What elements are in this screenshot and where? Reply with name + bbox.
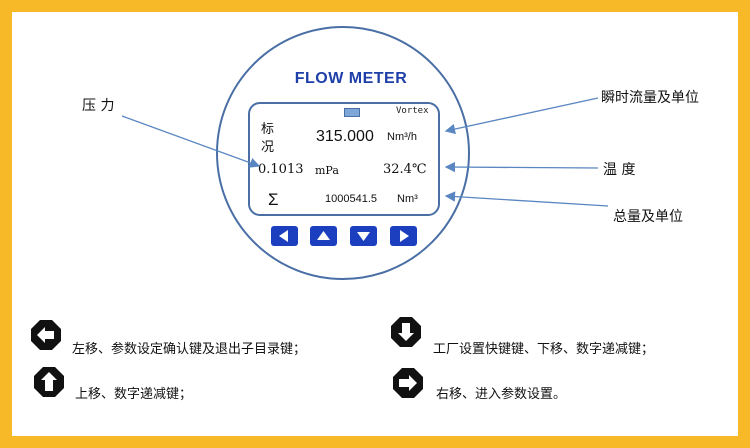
brand-label: Vortex [396,106,429,116]
flow-value: 315.000 [316,128,374,145]
total-unit: Nm³ [397,193,418,205]
up-key-description: 上移、数字递减键； [75,387,193,402]
up-arrow-icon [317,231,330,240]
total-callout: 总量及单位 [613,209,683,225]
instant-flow-pointer [444,97,599,135]
condition-label-top: 标 [261,122,275,137]
meter-title: FLOW METER [294,70,408,87]
pressure-unit: mPa [315,164,339,177]
total-pointer [444,191,609,207]
left-button[interactable] [271,226,298,246]
left-octagon-icon [31,320,61,350]
left-key-description: 左移、参数设定确认键及退出子目录键； [72,342,307,357]
temperature-pointer [444,161,599,173]
down-octagon-icon [391,317,421,347]
right-arrow-icon [400,230,409,242]
pressure-callout: 压 力 [82,98,115,114]
left-arrow-icon [279,230,288,242]
total-value: 1000541.5 [325,193,377,205]
right-button[interactable] [390,226,417,246]
pressure-pointer [121,115,261,168]
temperature-value: 32.4℃ [383,162,427,177]
battery-indicator-icon [344,108,360,117]
right-key-description: 右移、进入参数设置。 [436,387,567,402]
up-octagon-icon [34,367,64,397]
condition-label-bottom: 况 [261,140,275,155]
flow-unit: Nm³/h [387,131,417,143]
right-octagon-icon [393,368,423,398]
down-arrow-icon [357,232,370,241]
total-symbol: Σ [268,190,279,209]
up-button[interactable] [310,226,337,246]
instant-flow-callout: 瞬时流量及单位 [601,90,699,106]
temperature-callout: 温 度 [603,162,636,178]
pressure-value: 0.1013 [258,162,304,177]
lcd-display [248,102,440,216]
down-key-description: 工厂设置快键键、下移、数字递减键； [433,342,655,357]
down-button[interactable] [350,226,377,246]
